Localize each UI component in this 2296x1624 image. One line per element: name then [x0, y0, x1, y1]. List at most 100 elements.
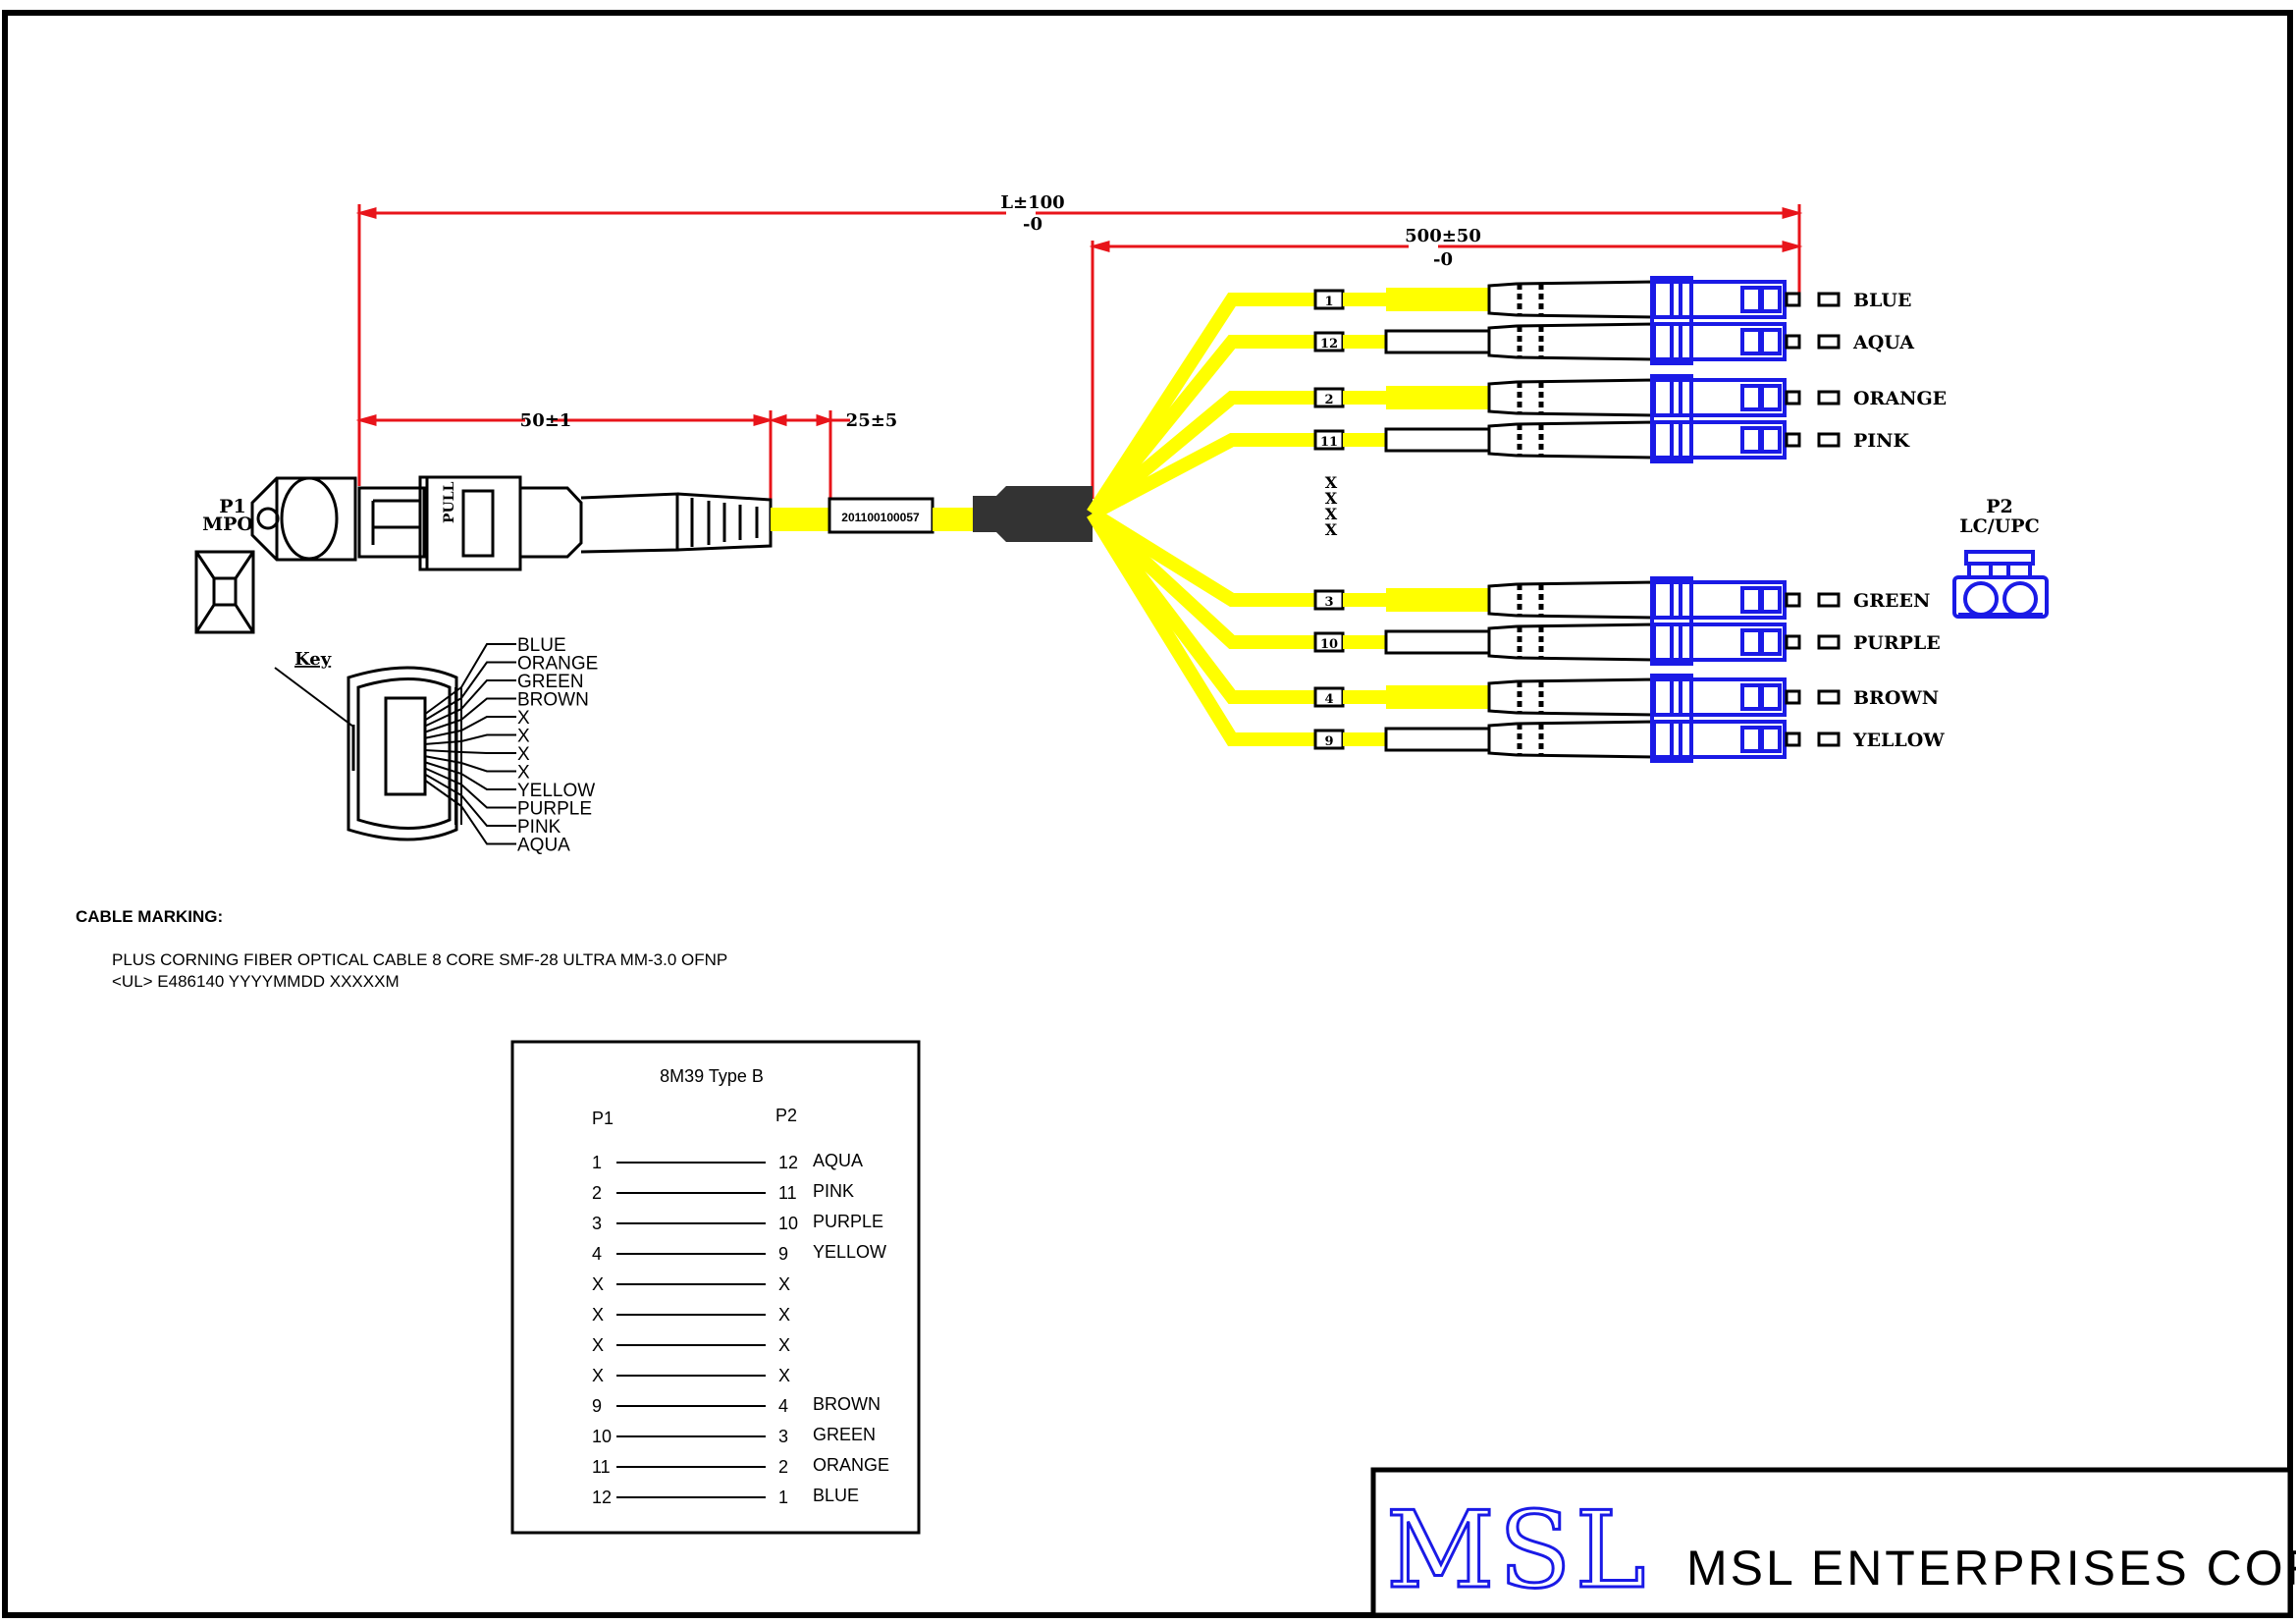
pinout-color: YELLOW [813, 1242, 886, 1262]
ferrule-tip [1785, 731, 1801, 747]
lc-connector [1652, 580, 1787, 620]
pinout-p1: 2 [592, 1183, 602, 1203]
dim-label-offset: 25±5 [846, 410, 898, 431]
color-swatch-icon [1817, 731, 1841, 747]
pinout-p1: 9 [592, 1396, 602, 1416]
lc-boot [1487, 322, 1656, 361]
ferrule-tip [1785, 689, 1801, 705]
lc-connector [1652, 420, 1787, 460]
p1-type: MPO [202, 514, 253, 535]
mpo-fiber-item: BLUE [423, 635, 566, 716]
fiber-tag-number: 10 [1320, 637, 1338, 652]
fiber-leg [1088, 391, 1315, 519]
boot-tail [1384, 629, 1491, 655]
mpo-fiber-label: BLUE [517, 635, 566, 656]
lc-duplex-clip [1650, 674, 1693, 763]
fiber-leg [1089, 508, 1315, 607]
fiber-tag-number: 2 [1324, 393, 1333, 407]
mpo-face-diagram [274, 666, 462, 841]
pinout-p2: X [778, 1305, 790, 1325]
pinout-p2: X [778, 1366, 790, 1385]
mpo-fiber-item: X [423, 708, 530, 739]
fiber-color-label: ORANGE [1853, 388, 1947, 409]
mpo-fiber-label: X [517, 744, 530, 765]
breakout-leg: 1 BLUE [1087, 280, 1911, 517]
dim-overall-sub: -0 [1023, 214, 1042, 235]
dim-boot-length: 50±1 [520, 410, 572, 431]
fiber-tag-number: 9 [1324, 734, 1333, 749]
pinout-color: BLUE [813, 1486, 859, 1505]
fiber-leg [1087, 510, 1315, 746]
fiber-color-label: BLUE [1853, 290, 1911, 311]
lc-duplex-clip [1650, 276, 1693, 365]
pinout-p1: X [592, 1274, 604, 1294]
p2-type: LC/UPC [1959, 515, 2039, 537]
sheet-border [2, 10, 2293, 1618]
ferrule-tip [1785, 334, 1801, 350]
pinout-p1: 10 [592, 1427, 612, 1446]
pinout-p2: 10 [778, 1214, 798, 1233]
mpo-fiber-label: GREEN [517, 672, 584, 692]
dimensions [355, 204, 1803, 501]
color-swatch-icon [1817, 292, 1841, 307]
mpo-connector [194, 475, 773, 634]
pinout-color: BROWN [813, 1394, 881, 1414]
mpo-fiber-label: BROWN [517, 690, 589, 711]
company-name: MSL ENTERPRISES CORP. [1686, 1541, 2296, 1596]
pinout-color: AQUA [813, 1151, 863, 1170]
mpo-fiber-item: X [423, 755, 530, 784]
lc-duplex-clip [1650, 576, 1693, 666]
pinout-col-p1: P1 [592, 1109, 614, 1128]
lc-boot [1487, 580, 1656, 620]
pull-label: PULL [442, 481, 457, 523]
pinout-p1: 3 [592, 1214, 602, 1233]
mpo-fiber-label: PINK [517, 817, 561, 838]
pinout-color: PURPLE [813, 1212, 883, 1231]
pinout-p1: 4 [592, 1244, 602, 1264]
fiber-color-label: GREEN [1853, 590, 1930, 612]
fiber-color-label: BROWN [1853, 687, 1939, 709]
cable-marking-line2: <UL> E486140 YYYYMMDD XXXXXM [112, 972, 400, 991]
lc-connector [1652, 280, 1787, 319]
mpo-fiber-item: BROWN [423, 690, 589, 733]
company-logo: MSL [1386, 1489, 1649, 1612]
fiber-tag-number: 4 [1324, 692, 1333, 707]
lc-connector [1652, 623, 1787, 662]
color-swatch-icon [1817, 390, 1841, 406]
pinout-col-p2: P2 [775, 1106, 797, 1125]
mpo-fiber-label: YELLOW [517, 781, 595, 801]
lc-connector [1652, 378, 1787, 417]
color-swatch-icon [1817, 432, 1841, 448]
p2-name: P2 [1986, 496, 2013, 517]
mpo-fiber-label: PURPLE [517, 799, 592, 820]
mpo-fiber-item: PURPLE [423, 767, 592, 820]
pinout-p2: 11 [778, 1183, 797, 1203]
pinout-p1: 11 [592, 1457, 611, 1477]
dim-overall-main: L±100 [1000, 192, 1064, 213]
fiber-tag-number: 1 [1324, 295, 1333, 309]
cable-marking-heading: CABLE MARKING: [76, 907, 223, 926]
cable-marking-line1: PLUS CORNING FIBER OPTICAL CABLE 8 CORE … [112, 950, 727, 969]
pinout-p2: 4 [778, 1396, 788, 1416]
ferrule-tip [1785, 292, 1801, 307]
mpo-fiber-item: ORANGE [423, 654, 598, 722]
fiber-color-label: AQUA [1852, 332, 1914, 353]
pinout-p1: 1 [592, 1153, 602, 1172]
mpo-fiber-item: X [423, 727, 530, 747]
boot-tail [1384, 427, 1491, 453]
boot-tail [1386, 685, 1489, 709]
breakout-boot [973, 486, 1093, 542]
ferrule-tip [1785, 634, 1801, 650]
